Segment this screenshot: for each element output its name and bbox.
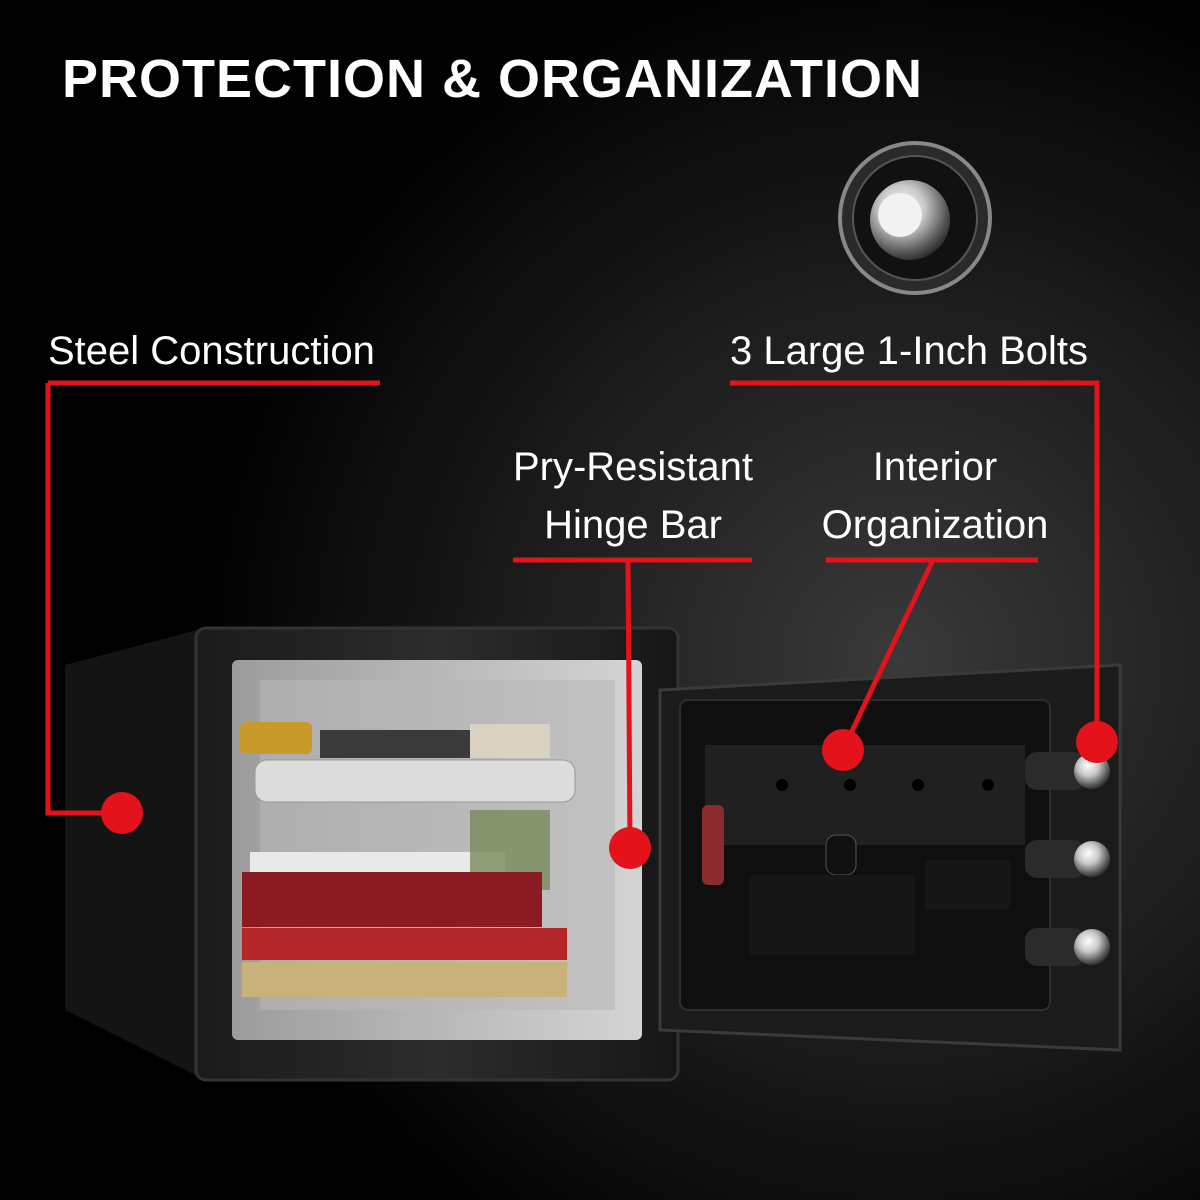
locking-bolts: [1025, 752, 1110, 966]
usb-drive: [702, 805, 724, 885]
callout-line-hinge-leader: [625, 559, 633, 849]
shelf: [254, 759, 576, 803]
callout-line-bolts: [730, 380, 1100, 742]
callout-dot-bolts: [1076, 721, 1118, 763]
watch: [240, 722, 312, 754]
cards: [470, 724, 550, 758]
callout-label-steel: Steel Construction: [48, 329, 375, 373]
callout-dot-steel: [101, 792, 143, 834]
ledger: [242, 928, 567, 960]
callout-label-interior-line2: Organization: [821, 503, 1049, 547]
safe-door: [658, 663, 1122, 1052]
red-book: [242, 872, 542, 927]
bolt-3: [1074, 929, 1110, 965]
safe-contents: [240, 722, 576, 997]
callout-dots: [101, 721, 1118, 869]
callout-dot-interior: [822, 729, 864, 771]
callout-line-steel-leader: [45, 383, 122, 816]
bolt-2: [1074, 841, 1110, 877]
callout-label-hinge-line1: Pry-Resistant: [512, 445, 754, 489]
callout-label-bolts: 3 Large 1-Inch Bolts: [730, 329, 1088, 373]
callout-label-hinge-line2: Hinge Bar: [544, 503, 722, 547]
case: [320, 730, 470, 758]
callout-label-interior-line1: Interior: [872, 445, 998, 489]
callout-dot-hinge: [609, 827, 651, 869]
callout-line-interior-leader: [840, 558, 936, 752]
papers: [250, 852, 505, 872]
notebook: [242, 962, 567, 997]
callout-label-interior: Interior Organization: [812, 438, 1058, 554]
callout-label-hinge: Pry-Resistant Hinge Bar: [508, 438, 758, 554]
key: [825, 834, 857, 876]
bolt-detail-image: [838, 141, 992, 295]
key-panel: [705, 745, 1025, 845]
page-title: PROTECTION & ORGANIZATION: [62, 49, 923, 109]
callout-lines: [45, 380, 1100, 849]
